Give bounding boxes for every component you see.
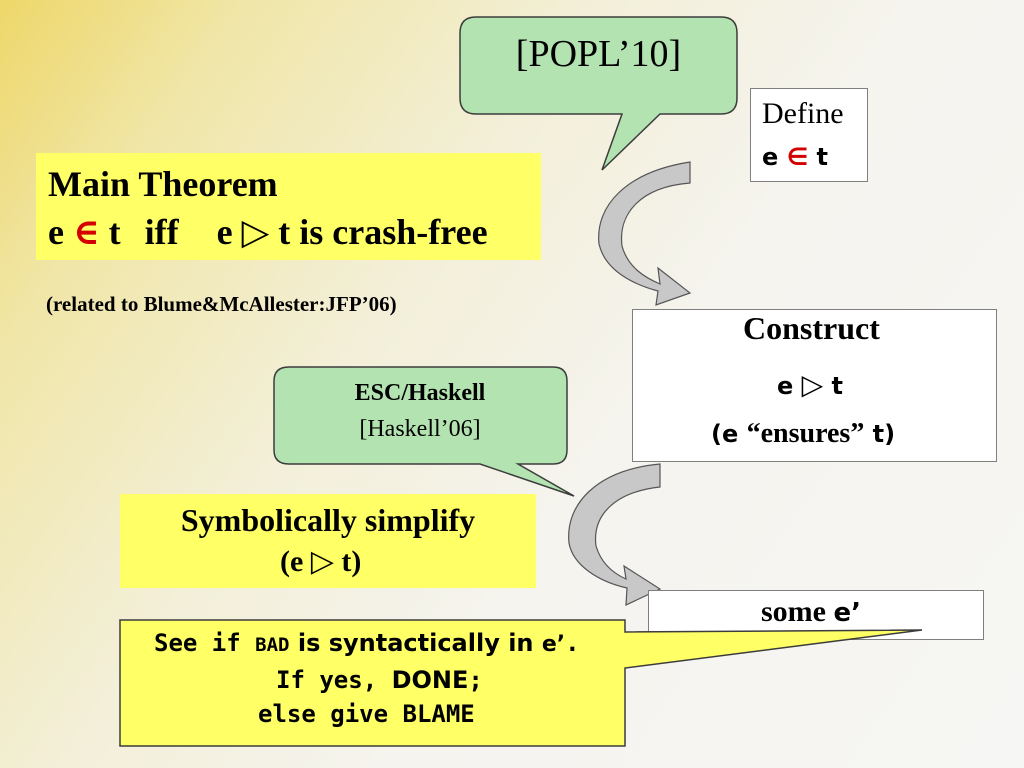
- simplify-close: t): [333, 545, 362, 578]
- curved-arrow-1: [598, 161, 692, 306]
- related-note: (related to Blume&McAllester:JFP’06): [46, 292, 397, 316]
- ensures-close: t): [864, 420, 896, 448]
- bad-period: .: [565, 629, 580, 657]
- curved-arrow-2: [568, 463, 662, 606]
- simplify-open: (e: [280, 545, 311, 578]
- theorem-e2: e: [216, 212, 233, 252]
- construct-title: Construct: [743, 310, 880, 346]
- bad-callout-line2: If yes, DONE;: [276, 666, 483, 694]
- bad-semicolon: ;: [468, 666, 483, 694]
- esc-callout-line1: ESC/Haskell: [354, 380, 486, 406]
- ensures-word: “ensures”: [746, 418, 865, 449]
- simplify-expression: (e ▷ t): [280, 544, 361, 579]
- bad-else-line: else give BLAME: [258, 700, 475, 728]
- simplify-title: Symbolically simplify: [180, 502, 476, 538]
- construct-t: t: [831, 372, 844, 400]
- bad-callout-shape: [119, 619, 923, 747]
- construct-box: Construct e ▷ t (e “ensures” t): [632, 309, 997, 462]
- bad-callout-line3: else give BLAME: [258, 700, 475, 728]
- define-expression: e ∈ t: [762, 143, 828, 171]
- bad-keyword: BAD: [255, 634, 290, 656]
- some-e-text: some e’: [761, 595, 861, 629]
- construct-expression: e ▷ t: [777, 368, 843, 401]
- define-label: Define: [762, 97, 844, 130]
- define-t: t: [816, 143, 828, 171]
- bad-done: DONE: [391, 666, 469, 694]
- element-of-symbol: ∈: [786, 143, 809, 171]
- define-e: e: [762, 143, 779, 171]
- define-box: Define e ∈ t: [750, 88, 868, 182]
- theorem-e1: e: [48, 212, 64, 252]
- construct-ensures: (e “ensures” t): [711, 418, 895, 450]
- popl-callout-shape: [459, 16, 738, 171]
- popl-callout-label: [POPL’10]: [515, 33, 682, 75]
- theorem-rest: t is crash-free: [278, 212, 488, 252]
- theorem-iff: iff: [144, 212, 179, 252]
- some-e-prime: e’: [833, 598, 861, 628]
- esc-callout-shape: [273, 366, 575, 497]
- simplify-box: Symbolically simplify (e ▷ t): [120, 494, 536, 588]
- bad-if-yes: If yes,: [276, 666, 392, 694]
- triangle-symbol: ▷: [310, 545, 334, 578]
- bad-see-if: See if: [154, 629, 256, 657]
- bad-e-prime: e’: [541, 632, 566, 657]
- construct-e: e: [777, 372, 794, 400]
- bad-callout-line1: See if BAD is syntactically in e’.: [154, 629, 580, 657]
- triangle-symbol: ▷: [241, 212, 270, 252]
- element-of-symbol: ∈: [72, 212, 100, 252]
- main-theorem-box: Main Theorem e ∈ t iff e ▷ t is crash-fr…: [36, 153, 541, 260]
- triangle-symbol: ▷: [801, 368, 824, 401]
- theorem-t1: t: [108, 212, 121, 252]
- ensures-open: (e: [711, 420, 747, 448]
- esc-callout-line2: [Haskell’06]: [359, 416, 481, 442]
- main-theorem-statement: e ∈ t iff e ▷ t is crash-free: [48, 211, 488, 253]
- some-word: some: [761, 595, 834, 628]
- main-theorem-title: Main Theorem: [48, 164, 278, 204]
- bad-middle: is syntactically in: [289, 629, 542, 657]
